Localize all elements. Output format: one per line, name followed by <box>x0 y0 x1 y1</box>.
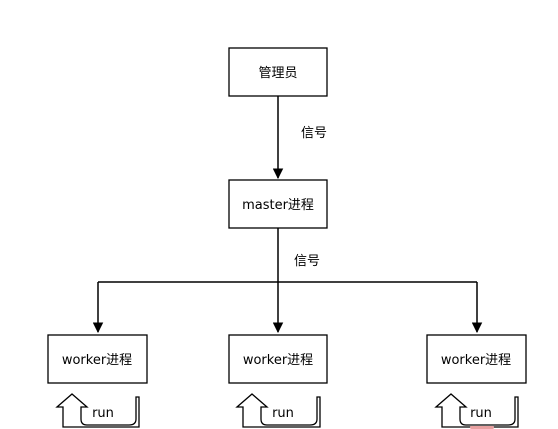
worker-node-1-label: worker进程 <box>62 353 132 368</box>
edge-master-to-workers: 信号 <box>92 228 483 334</box>
worker-2-run-loop: run <box>235 393 321 428</box>
edge-admin-to-master-label: 信号 <box>301 126 327 141</box>
worker-3-loop-label: run <box>470 406 492 421</box>
worker-2-loop-label: run <box>272 406 294 421</box>
worker-2-loop-arrow <box>235 393 321 428</box>
worker-3-accent-mark <box>470 426 494 429</box>
edge-admin-to-master: 信号 <box>272 96 327 180</box>
master-node-box <box>228 179 328 229</box>
worker-node-2-label: worker进程 <box>243 353 313 368</box>
worker-node-3-box <box>426 334 527 384</box>
worker-3-loop-arrow <box>434 393 519 428</box>
admin-node-box <box>228 47 328 97</box>
worker-node-3: worker进程 <box>426 334 527 384</box>
worker-3-run-loop: run <box>434 393 519 429</box>
master-node-label: master进程 <box>242 198 314 213</box>
admin-node: 管理员 <box>228 47 328 97</box>
worker-node-1-box <box>47 334 148 384</box>
worker-1-loop-arrow <box>55 393 140 428</box>
admin-node-label: 管理员 <box>258 66 297 81</box>
edge-master-to-workers-label: 信号 <box>294 254 320 269</box>
worker-node-2: worker进程 <box>228 334 328 384</box>
worker-node-2-box <box>228 334 328 384</box>
worker-node-1: worker进程 <box>47 334 148 384</box>
worker-1-loop-label: run <box>92 406 114 421</box>
worker-1-run-loop: run <box>55 393 140 428</box>
master-node: master进程 <box>228 179 328 229</box>
worker-node-3-label: worker进程 <box>441 353 511 368</box>
